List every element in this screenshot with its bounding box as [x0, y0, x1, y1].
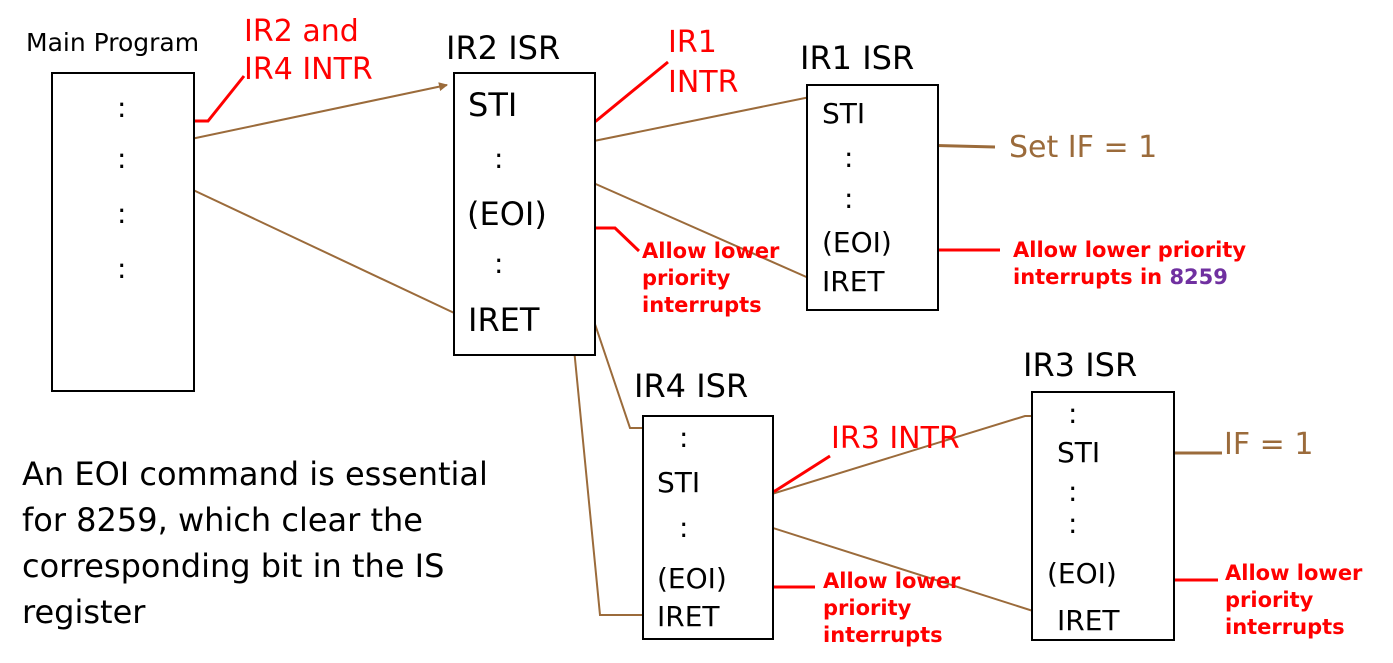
ir1-line-iret: IRET — [822, 265, 885, 298]
allow-note-ir4: Allow lower priority interrupts — [823, 568, 960, 649]
arrow-ir1-return-ir2 — [563, 169, 821, 284]
allow-note-ir1-line-1: Allow lower priority — [1013, 238, 1247, 262]
allow-note-ir2-line-3: interrupts — [642, 293, 762, 317]
ir3-line-dots-2: : — [1068, 475, 1078, 508]
allow-note-ir1-line-2-text: interrupts in — [1013, 265, 1170, 289]
arrow-ir2-to-ir1 — [583, 93, 816, 144]
main-dot-1: : — [117, 91, 127, 124]
ir2-line-dots-1: : — [494, 142, 504, 175]
ir3-line-sti: STI — [1057, 436, 1101, 469]
ir2-line-sti: STI — [468, 86, 518, 124]
allow-note-ir2: Allow lower priority interrupts — [642, 238, 779, 319]
main-dot-4: : — [117, 252, 127, 285]
ir1-isr-box — [806, 84, 939, 311]
allow-note-ir4-line-1: Allow lower — [823, 569, 961, 593]
ir3-line-dots-1: : — [1068, 397, 1078, 430]
main-program-title: Main Program — [26, 28, 200, 57]
allow-note-ir3-line-3: interrupts — [1225, 615, 1345, 639]
ir3-intr-label: IR3 INTR — [831, 421, 960, 456]
ir1-line-sti: STI — [822, 97, 866, 130]
allow-note-ir3: Allow lower priority interrupts — [1225, 560, 1362, 641]
allow-note-ir4-line-2: priority — [823, 596, 912, 620]
ir4-line-iret: IRET — [657, 600, 720, 633]
allow-note-ir1: Allow lower priority interrupts in 8259 — [1013, 237, 1246, 291]
ir2-line-dots-2: : — [494, 247, 504, 280]
ir1-line-dots-2: : — [844, 182, 854, 215]
ir2-ir4-intr-line-1: IR2 and — [244, 14, 359, 49]
ir3-line-dots-3: : — [1068, 507, 1078, 540]
ir4-isr-box — [642, 415, 774, 640]
ir3-isr-box — [1031, 391, 1175, 641]
ir4-line-eoi: (EOI) — [657, 562, 727, 595]
ir2-isr-title: IR2 ISR — [446, 29, 561, 67]
arrow-ir3-return-ir4 — [750, 519, 1056, 619]
ir4-isr-title: IR4 ISR — [634, 367, 749, 405]
ir1-intr-line-2: INTR — [668, 65, 739, 100]
ir3-line-iret: IRET — [1057, 604, 1120, 637]
caption-line-2: for 8259, which clear the — [22, 501, 423, 539]
ir1-isr-title: IR1 ISR — [800, 39, 915, 77]
ir4-line-dots-1: : — [679, 421, 689, 454]
allow-note-ir2-line-1: Allow lower — [642, 239, 780, 263]
allow-note-ir1-line-2: interrupts in 8259 — [1013, 264, 1246, 291]
ir1-intr-line-1: IR1 — [668, 25, 717, 60]
ir1-line-eoi: (EOI) — [822, 226, 892, 259]
main-dot-3: : — [117, 197, 127, 230]
main-dot-2: : — [117, 142, 127, 175]
chip-8259-number: 8259 — [1169, 265, 1228, 289]
ir2-ir4-intr-line-2: IR4 INTR — [244, 52, 373, 87]
caption-line-3: corresponding bit in the IS — [22, 547, 445, 585]
allow-note-ir3-line-1: Allow lower — [1225, 561, 1363, 585]
ir3-isr-title: IR3 ISR — [1023, 346, 1138, 384]
if-eq-label: IF = 1 — [1224, 427, 1314, 462]
caption-line-4: register — [22, 593, 146, 631]
set-if-label: Set IF = 1 — [1009, 130, 1158, 165]
allow-note-ir4-line-3: interrupts — [823, 623, 943, 647]
ir2-line-eoi: (EOI) — [467, 195, 547, 233]
ir3-line-eoi: (EOI) — [1047, 557, 1117, 590]
allow-note-ir2-line-2: priority — [642, 266, 731, 290]
ir2-isr-box — [453, 72, 596, 356]
main-program-box — [51, 72, 195, 392]
ir1-line-dots-1: : — [844, 141, 854, 174]
caption-line-1: An EOI command is essential — [22, 455, 488, 493]
arrow-main-to-ir2 — [171, 82, 448, 144]
arrow-ir2-return-main — [173, 180, 468, 320]
allow-note-ir3-line-2: priority — [1225, 588, 1314, 612]
ir4-line-sti: STI — [657, 466, 701, 499]
ir2-line-iret: IRET — [468, 301, 540, 339]
eoi-caption: An EOI command is essential for 8259, wh… — [22, 451, 488, 635]
ir4-line-dots-2: : — [679, 511, 689, 544]
